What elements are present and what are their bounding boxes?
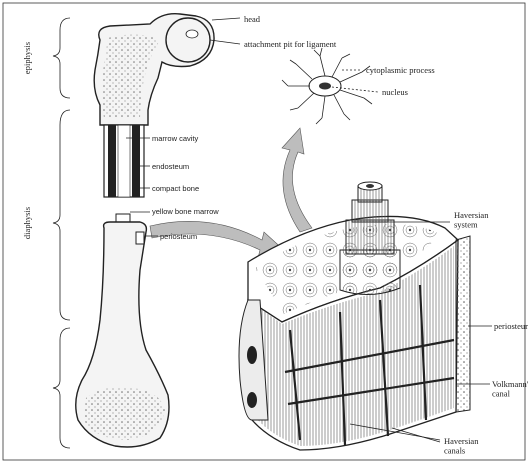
nucleus-label: nucleus [382, 87, 408, 97]
compact-bone-label: compact bone [152, 184, 199, 193]
haversian-system-label: Haversian system [454, 210, 491, 229]
bone-shaft-section [104, 125, 144, 197]
femur-upper-end [94, 14, 214, 125]
region-braces [53, 18, 70, 448]
marrow-cavity-label: marrow cavity [152, 134, 199, 143]
femur-lower-end [76, 214, 169, 447]
epiphysis-label: epiphysis [22, 42, 32, 74]
diaphysis-label: diaphysis [22, 207, 32, 239]
yellow-marrow-label: yellow bone marrow [152, 207, 219, 216]
endosteum-label: endosteum [152, 162, 189, 171]
cytoplasmic-process-label: cytoplasmic process [366, 65, 435, 75]
haversian-system-text-line2: system [454, 219, 478, 229]
periosteum-left-label: periosteum [160, 232, 197, 241]
head-label: head [244, 14, 261, 24]
periosteum-right-label: periosteum [494, 321, 528, 331]
attachment-pit-label: attachment pit for ligament [244, 39, 337, 49]
osteocyte-cell [282, 48, 372, 124]
arrow-to-cell [282, 128, 312, 232]
